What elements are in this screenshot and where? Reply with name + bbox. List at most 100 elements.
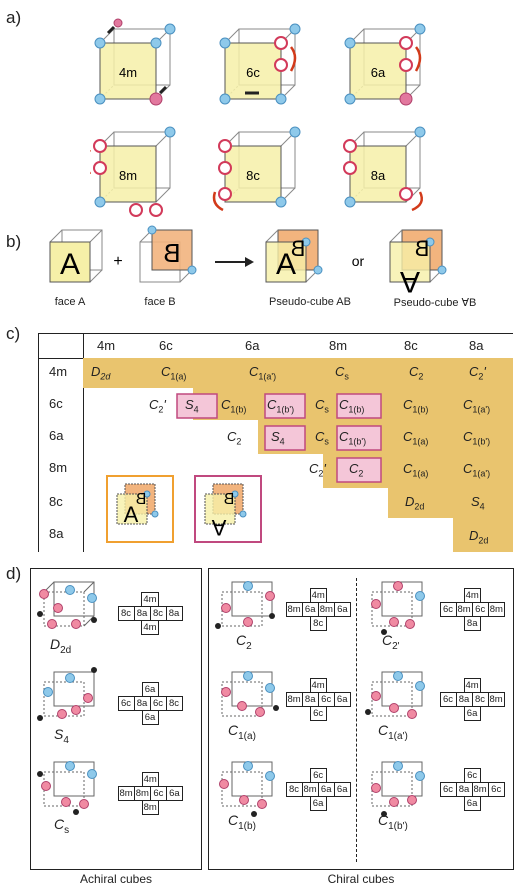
face-b-letter: B [163,238,180,268]
col-head: 8c [404,338,418,353]
sym-c1a-prime: C1(a') [378,722,408,742]
cell-c1b-prime: C1(b') [339,429,367,447]
panel-b-figure: A + B A B or A B [49,225,447,298]
cube-8c: 8c [212,126,301,212]
col-head: 8m [329,338,348,353]
row-head: 6a [49,428,64,443]
col-head: 6a [245,338,260,353]
cell-c2: C2 [349,461,364,479]
row-head: 4m [49,364,68,379]
row-head: 8m [49,460,68,475]
cube-label: 8c [246,168,260,183]
cube-array: 4m 6c 6a [84,18,426,217]
cube-label: 4m [119,65,137,80]
cell-s4: S4 [471,494,485,512]
sym-cs: Cs [54,816,70,836]
col-head: 6c [159,338,173,353]
cell-c1a-prime: C1(a') [249,364,277,382]
cell-c2-prime: C2' [149,397,166,415]
sym-c2-prime: C2' [382,632,400,652]
caption-chiral: Chiral cubes [327,872,395,886]
panel-label-c: c) [6,324,21,343]
col-head: 4m [97,338,116,353]
panel-label-a: a) [6,8,22,27]
mini-b2: B [224,491,235,508]
cell-c1b: C1(b) [339,397,365,415]
row-head: 8a [49,526,64,541]
plus-sign: + [113,253,122,270]
table-body [83,358,513,552]
cell-cs: Cs [315,429,329,447]
staircase-fill [83,358,513,552]
cube-label: 8a [371,168,386,183]
chiral-molecules [215,581,425,817]
pseudo-cube-ab: A B [265,229,323,283]
sym-c1b-prime: C1(b') [378,812,408,832]
cell-c1b-prime: C1(b') [267,397,295,415]
panel-label-b: b) [6,232,22,251]
caption-face-a: face A [54,296,86,308]
cell-c1b: C1(b) [221,397,247,415]
cell-c2: C2 [409,364,424,382]
mini-a-rot: A [211,515,226,540]
pseudo-ab2-letter-a: A [400,265,420,298]
cell-c2: C2 [227,429,242,447]
panel-a-grid: 4m 6c 6a [84,10,490,225]
achiral-molecules [37,581,97,815]
caption-pseudo-ab: Pseudo-cube AB [269,296,351,308]
cube-4m: 4m [94,18,176,106]
cube-6c: 6c [219,23,301,105]
cell-c1a-prime: C1(a') [463,461,491,479]
cube-label: 6a [371,65,386,80]
sym-d2d: D2d [50,636,72,656]
face-b-cube: B [139,225,197,283]
sym-s4: S4 [54,726,69,746]
mini-a: A [124,502,139,527]
col-head: 8a [469,338,484,353]
row-header-divider [83,334,84,552]
cell-c2-prime: C2' [309,461,326,479]
row-head: 6c [49,396,63,411]
face-a-letter: A [60,248,80,281]
cell-c1a: C1(a) [403,461,429,479]
pseudo-cube-ab-rotated: A B [389,229,447,298]
symmetry-table: 4m 6c 6a 8m 8c 8a 4m 6c 6a 8m 8c 8a D2d … [38,333,513,552]
sym-c1a: C1(a) [228,722,256,742]
mini-pseudo-cubes: A B A B [106,475,262,543]
sym-c1b: C1(b) [228,812,256,832]
pseudo-ab-letter-b: B [291,236,306,261]
cube-8a: 8a [343,126,426,212]
caption-face-b: face B [144,296,176,308]
cell-d2d: D2d [405,494,425,512]
sym-c2: C2 [236,632,252,652]
panel-label-d: d) [6,564,22,583]
cell-d2d: D2d [469,528,489,546]
cell-d2d: D2d [91,364,111,382]
cell-s4: S4 [271,429,285,447]
pseudo-ab2-letter-b: B [415,236,430,261]
caption-achiral: Achiral cubes [79,872,153,886]
cell-cs: Cs [335,364,349,382]
pseudo-ab-letter-a: A [276,248,296,281]
chiral-divider [356,578,357,862]
caption-pseudo-ab2: Pseudo-cube ∀B [393,297,477,309]
cube-label: 6c [246,65,260,80]
cell-c1b-prime: C1(b') [463,429,491,447]
cell-c2-prime: C2' [469,364,486,382]
cell-cs: Cs [315,397,329,415]
cube-6a: 6a [344,23,426,106]
cell-c1a: C1(a) [403,429,429,447]
mini-b: B [136,491,147,508]
or-word: or [352,253,365,269]
achiral-box [30,568,202,870]
row-head: 8c [49,494,63,509]
